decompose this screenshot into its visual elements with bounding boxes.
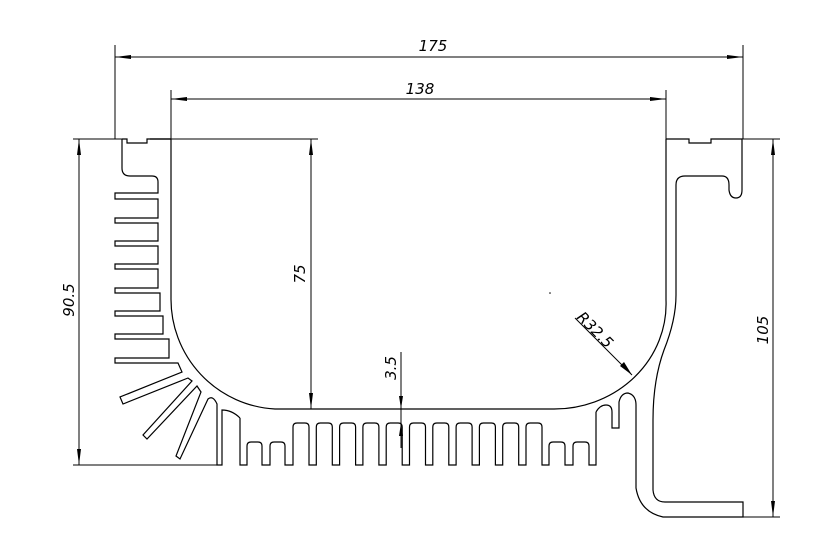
dim-r32-5-label: R32.5 [573,308,617,352]
dim-r32-5: R32.5 [573,308,633,376]
dim-138-label: 138 [406,80,435,98]
center-mark [549,292,551,294]
dim-138: 138 [170,80,667,139]
right-wall-outline [595,138,744,518]
dim-3-5: 3.5 [382,352,403,448]
dim-75-label: 75 [291,264,309,283]
dim-75: 75 [171,138,318,409]
dim-175-label: 175 [419,37,448,55]
bottom-fins [239,412,597,466]
dim-90-5: 90.5 [60,138,217,466]
dim-90-5-label: 90.5 [60,283,78,316]
dim-3-5-label: 3.5 [382,356,400,380]
profile-outline [114,139,241,466]
dim-105: 105 [742,138,780,518]
dim-175: 175 [114,37,744,139]
dim-105-label: 105 [754,316,772,345]
